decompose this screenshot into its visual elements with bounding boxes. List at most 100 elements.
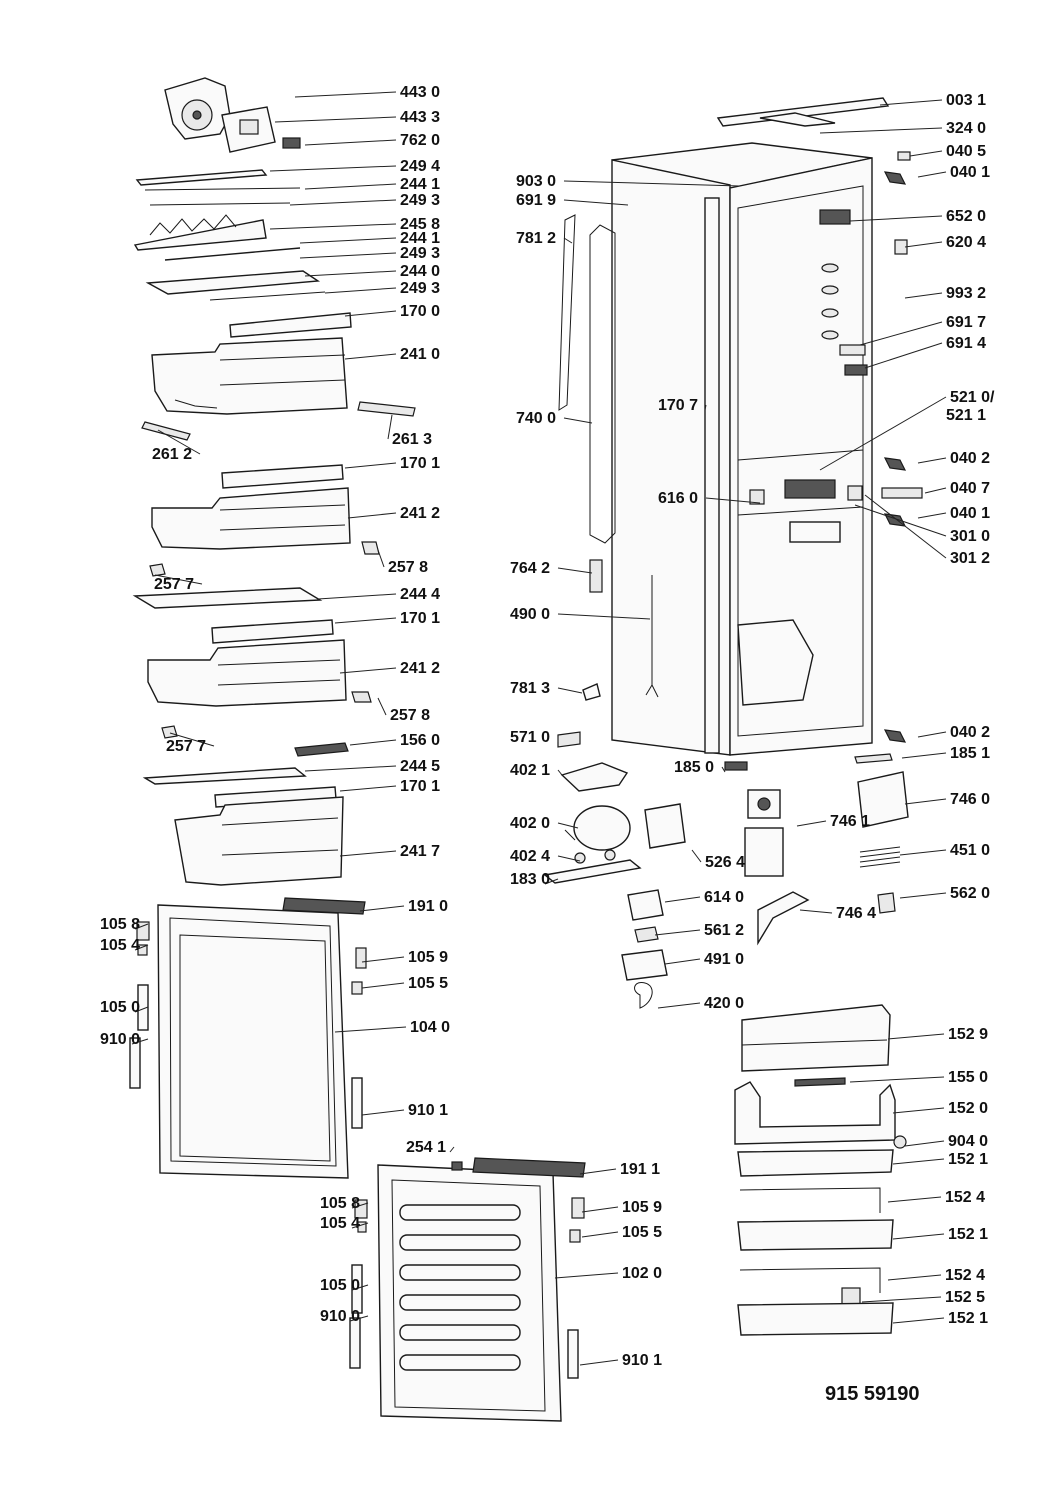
leader-line-244-5: [304, 765, 397, 772]
leader-line-191-1: [579, 1168, 617, 1175]
door-bins: [734, 1004, 907, 1336]
leader-line-301-0: [854, 504, 947, 537]
leader-line-244-1b: [299, 237, 397, 244]
leader-line-104-0: [334, 1026, 407, 1033]
freezer-drawer-241-0: [151, 337, 348, 415]
callout-105-8a: 105 8: [100, 916, 140, 933]
leader-line-040-2b: [917, 731, 947, 738]
callout-301-0: 301 0: [950, 528, 990, 545]
leader-line-102-0: [554, 1272, 619, 1279]
callout-244-1a: 244 1: [400, 176, 440, 193]
callout-170-7: 170 7: [658, 397, 698, 414]
callout-904-0: 904 0: [948, 1133, 988, 1150]
leader-line-257-8b: [377, 697, 387, 716]
callout-249-3b: 249 3: [400, 245, 440, 262]
leader-line-910-0b: [349, 1315, 369, 1322]
callout-261-2: 261 2: [152, 446, 192, 463]
door-104-0: [129, 897, 367, 1179]
callout-764-2: 764 2: [510, 560, 550, 577]
leader-line-244-4: [317, 593, 397, 600]
callout-691-4: 691 4: [946, 335, 986, 352]
callout-185-1: 185 1: [950, 745, 990, 762]
callout-571-0: 571 0: [510, 729, 550, 746]
leader-line-244-0: [304, 270, 397, 277]
connector-part: [282, 137, 301, 149]
leader-line-746-4: [799, 909, 833, 914]
callout-244-1b: 244 1: [400, 230, 440, 247]
callout-105-0b: 105 0: [320, 1277, 360, 1294]
leader-line-152-5: [861, 1296, 942, 1303]
ice-tray-156-0: [294, 742, 349, 757]
leader-line-324-0: [819, 127, 943, 134]
leader-line-152-0: [892, 1107, 945, 1114]
leader-line-652-0: [849, 215, 943, 222]
leader-line-170-7: [704, 404, 707, 411]
leader-line-614-0: [664, 896, 701, 903]
callout-691-9: 691 9: [516, 192, 556, 209]
leader-line-740-0: [563, 417, 593, 424]
callout-402-4: 402 4: [510, 848, 550, 865]
leader-line-490-0: [557, 613, 651, 620]
callout-105-8b: 105 8: [320, 1195, 360, 1212]
callout-040-2a: 040 2: [950, 450, 990, 467]
callout-170-1c: 170 1: [400, 778, 440, 795]
callout-040-1a: 040 1: [950, 164, 990, 181]
leader-line-183-0: [544, 878, 559, 885]
callout-152-1a: 152 1: [948, 1151, 988, 1168]
callout-993-2: 993 2: [946, 285, 986, 302]
drawer-flap-170-1a: [221, 464, 344, 489]
leader-line-491-0: [664, 958, 701, 965]
leader-line-616-0: [705, 497, 761, 504]
leader-line-185-1: [901, 752, 947, 759]
callout-040-2b: 040 2: [950, 724, 990, 741]
callout-521-1: 521 1: [946, 407, 986, 424]
leader-line-105-5a: [361, 982, 405, 989]
freezer-drawer-241-7: [174, 796, 344, 886]
callout-249-4: 249 4: [400, 158, 440, 175]
leader-line-105-9a: [361, 956, 405, 963]
callout-241-0: 241 0: [400, 346, 440, 363]
fan-motor-assembly: [164, 77, 231, 140]
callout-903-0: 903 0: [516, 173, 556, 190]
callout-781-3: 781 3: [510, 680, 550, 697]
leader-line-764-2: [557, 567, 593, 574]
callout-746-4: 746 4: [836, 905, 876, 922]
leader-line-185-0: [721, 766, 726, 773]
callout-105-4a: 105 4: [100, 937, 140, 954]
callout-152-5: 152 5: [945, 1289, 985, 1306]
leader-line-903-0: [563, 180, 741, 187]
door-102-0: [349, 1157, 586, 1422]
callout-241-7: 241 7: [400, 843, 440, 860]
callout-910-0a: 910 0: [100, 1031, 140, 1048]
callout-104-0: 104 0: [410, 1019, 450, 1036]
callout-185-0: 185 0: [674, 759, 714, 776]
leader-line-152-4a: [887, 1196, 942, 1203]
leader-line-526-4: [691, 849, 702, 863]
callout-526-4: 526 4: [705, 854, 745, 871]
refrigerator-cabinet: [557, 97, 923, 756]
callout-191-1: 191 1: [620, 1161, 660, 1178]
callout-152-4a: 152 4: [945, 1189, 985, 1206]
callout-324-0: 324 0: [946, 120, 986, 137]
leader-line-261-3: [387, 414, 393, 440]
leader-line-257-8a: [377, 549, 385, 568]
leader-line-249-3c: [324, 287, 397, 294]
callout-910-1a: 910 1: [408, 1102, 448, 1119]
callout-152-1c: 152 1: [948, 1310, 988, 1327]
leader-line-040-5: [909, 150, 943, 157]
leader-line-105-0b: [351, 1284, 369, 1291]
callout-040-5: 040 5: [946, 143, 986, 160]
callout-170-1b: 170 1: [400, 610, 440, 627]
callout-155-0: 155 0: [948, 1069, 988, 1086]
callout-102-0: 102 0: [622, 1265, 662, 1282]
leader-line-420-0: [657, 1002, 701, 1009]
leader-line-562-0: [899, 892, 947, 899]
leader-line-781-3: [557, 687, 583, 694]
callout-040-7: 040 7: [950, 480, 990, 497]
leader-line-152-1c: [892, 1317, 945, 1324]
glass-shelf-244-4: [132, 587, 323, 609]
callout-910-0b: 910 0: [320, 1308, 360, 1325]
leader-line-257-7a: [154, 574, 203, 585]
diagram-code: 915 59190: [825, 1383, 920, 1405]
leader-line-191-0: [359, 905, 405, 912]
